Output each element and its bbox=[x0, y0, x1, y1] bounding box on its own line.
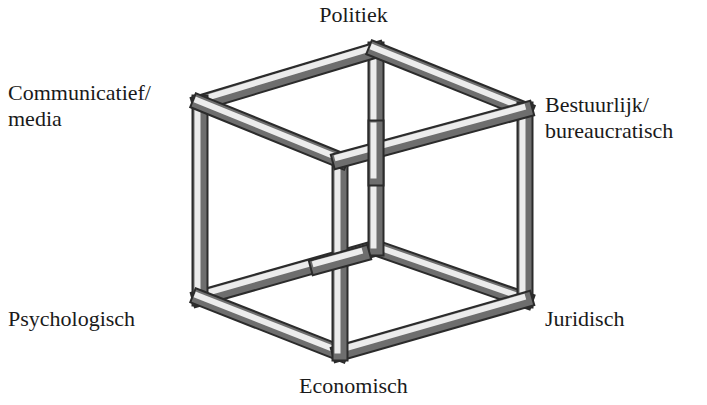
cube-beam bbox=[374, 246, 526, 301]
beam-stroke bbox=[374, 246, 523, 298]
cube-beam bbox=[374, 48, 377, 249]
beam-stroke bbox=[371, 48, 377, 246]
beam-stroke bbox=[316, 252, 360, 264]
cube-beam bbox=[198, 101, 201, 299]
cube-beam bbox=[198, 246, 377, 299]
beam-stroke bbox=[200, 50, 376, 103]
cube-beam bbox=[338, 298, 526, 354]
beam-stroke bbox=[198, 101, 338, 158]
cube-beam bbox=[338, 108, 526, 161]
beam-stroke bbox=[520, 108, 526, 298]
label-bottom: Economisch bbox=[299, 373, 408, 399]
label-right-bottom: Juridisch bbox=[545, 306, 624, 332]
label-left-bottom: Psychologisch bbox=[8, 306, 135, 332]
label-left-top: Communicatief/ media bbox=[8, 80, 151, 133]
beam-stroke bbox=[340, 300, 525, 353]
label-right-top: Bestuurlijk/ bureaucratisch bbox=[545, 92, 673, 145]
beam-stroke bbox=[198, 296, 338, 351]
beam-stroke bbox=[200, 248, 376, 298]
beam-stroke bbox=[371, 126, 377, 176]
beam-stroke bbox=[200, 50, 376, 103]
cube-beam bbox=[198, 101, 341, 161]
beam-stroke bbox=[198, 48, 374, 101]
beam-stroke bbox=[200, 248, 376, 298]
cube-beam bbox=[198, 48, 377, 104]
cube-beam bbox=[198, 296, 341, 354]
beam-stroke bbox=[338, 108, 523, 158]
beam-stroke bbox=[338, 298, 523, 351]
cube-beam bbox=[374, 126, 377, 179]
cube-beam bbox=[374, 48, 526, 111]
cube-beam bbox=[523, 108, 526, 301]
beam-stroke bbox=[374, 48, 523, 108]
beam-stroke bbox=[195, 101, 201, 296]
cube-beam bbox=[316, 252, 363, 267]
beam-stroke bbox=[340, 300, 525, 353]
label-top: Politiek bbox=[319, 2, 387, 28]
